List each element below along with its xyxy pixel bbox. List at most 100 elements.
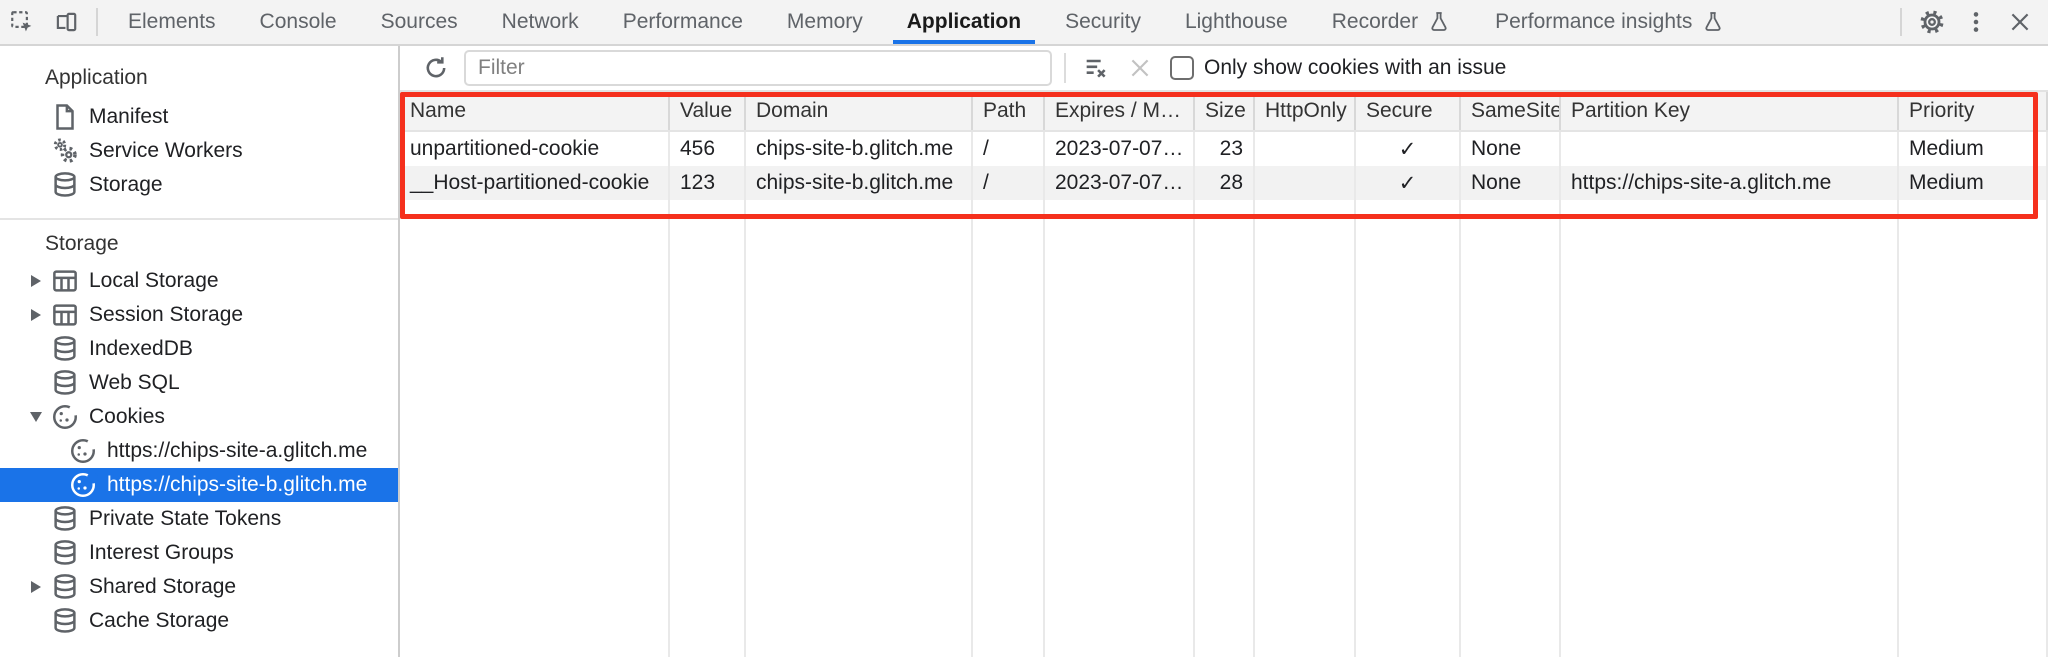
- sidebar-item-storage[interactable]: Storage: [0, 168, 398, 202]
- cell-partition-key[interactable]: [1561, 132, 1899, 166]
- tab-label: Application: [906, 10, 1022, 33]
- issue-filter-checkbox[interactable]: [1170, 56, 1194, 80]
- cell-priority[interactable]: Medium: [1899, 166, 2048, 200]
- tab-performance-insights[interactable]: Performance insights: [1473, 0, 1747, 44]
- cookie-row-unpartitioned[interactable]: unpartitioned-cookie 456 chips-site-b.gl…: [400, 132, 2048, 166]
- filter-input[interactable]: [464, 50, 1052, 86]
- cell-domain[interactable]: chips-site-b.glitch.me: [746, 166, 973, 200]
- tab-console[interactable]: Console: [238, 0, 359, 44]
- cell-name[interactable]: unpartitioned-cookie: [400, 132, 670, 166]
- more-options-icon[interactable]: [1954, 0, 1998, 44]
- column-header-expires[interactable]: Expires / M…: [1045, 92, 1195, 130]
- database-icon: [50, 368, 80, 398]
- column-header-httponly[interactable]: HttpOnly: [1255, 92, 1356, 130]
- cookie-icon: [50, 402, 80, 432]
- column-header-size[interactable]: Size: [1195, 92, 1255, 130]
- sidebar-item-web-sql[interactable]: Web SQL: [0, 366, 398, 400]
- tab-sources[interactable]: Sources: [359, 0, 480, 44]
- column-header-name[interactable]: Name: [400, 92, 670, 130]
- inspect-element-icon[interactable]: [0, 0, 44, 44]
- issue-filter-label[interactable]: Only show cookies with an issue: [1204, 56, 1507, 79]
- cell-partition-key[interactable]: https://chips-site-a.glitch.me: [1561, 166, 1899, 200]
- database-icon: [50, 572, 80, 602]
- sidebar-item-indexeddb[interactable]: IndexedDB: [0, 332, 398, 366]
- cookies-panel: Only show cookies with an issue Name Val…: [400, 46, 2048, 657]
- sidebar-item-label: Storage: [89, 173, 163, 196]
- expand-collapsed-icon[interactable]: [22, 309, 50, 321]
- cell-secure-checkmark[interactable]: ✓: [1356, 132, 1461, 166]
- cell-samesite[interactable]: None: [1461, 166, 1561, 200]
- cell-size[interactable]: 28: [1195, 166, 1255, 200]
- cell-size[interactable]: 23: [1195, 132, 1255, 166]
- expand-expanded-icon[interactable]: [22, 412, 50, 422]
- sidebar-item-label: IndexedDB: [89, 337, 193, 360]
- sidebar-item-cookie-origin-a[interactable]: https://chips-site-a.glitch.me: [0, 434, 398, 468]
- column-header-value[interactable]: Value: [670, 92, 746, 130]
- tab-performance[interactable]: Performance: [601, 0, 765, 44]
- cell-path[interactable]: /: [973, 166, 1045, 200]
- sidebar-item-label: Local Storage: [89, 269, 219, 292]
- table-icon: [50, 300, 80, 330]
- devtools-content: Application Manifest: [0, 46, 2048, 657]
- column-header-priority[interactable]: Priority: [1899, 92, 2048, 130]
- tab-application[interactable]: Application: [885, 0, 1043, 44]
- database-icon: [50, 538, 80, 568]
- tab-label: Recorder: [1331, 10, 1419, 33]
- sidebar-item-cache-storage[interactable]: Cache Storage: [0, 604, 398, 638]
- cell-domain[interactable]: chips-site-b.glitch.me: [746, 132, 973, 166]
- column-header-partition-key[interactable]: Partition Key: [1561, 92, 1899, 130]
- sidebar-section-title: Application: [45, 66, 148, 89]
- sidebar-item-manifest[interactable]: Manifest: [0, 100, 398, 134]
- sidebar-item-private-state-tokens[interactable]: Private State Tokens: [0, 502, 398, 536]
- cell-value[interactable]: 456: [670, 132, 746, 166]
- sidebar-item-interest-groups[interactable]: Interest Groups: [0, 536, 398, 570]
- cell-httponly[interactable]: [1255, 166, 1356, 200]
- column-header-samesite[interactable]: SameSite: [1461, 92, 1561, 130]
- database-icon: [50, 334, 80, 364]
- cell-path[interactable]: /: [973, 132, 1045, 166]
- sidebar-item-label: Cache Storage: [89, 609, 230, 632]
- sidebar-item-session-storage[interactable]: Session Storage: [0, 298, 398, 332]
- settings-gear-icon[interactable]: [1910, 0, 1954, 44]
- cell-samesite[interactable]: None: [1461, 132, 1561, 166]
- cell-expires[interactable]: 2023-07-07…: [1045, 166, 1195, 200]
- sidebar-item-cookies[interactable]: Cookies: [0, 400, 398, 434]
- sidebar-item-label: Session Storage: [89, 303, 244, 326]
- close-icon[interactable]: [1998, 0, 2042, 44]
- database-icon: [50, 504, 80, 534]
- sidebar-item-shared-storage[interactable]: Shared Storage: [0, 570, 398, 604]
- tab-lighthouse[interactable]: Lighthouse: [1163, 0, 1310, 44]
- sidebar-storage-section: Storage Local Storage: [0, 218, 398, 638]
- delete-cookie-icon[interactable]: [1118, 46, 1162, 90]
- cell-priority[interactable]: Medium: [1899, 132, 2048, 166]
- column-header-secure[interactable]: Secure: [1356, 92, 1461, 130]
- sidebar-item-service-workers[interactable]: Service Workers: [0, 134, 398, 168]
- clear-filter-icon[interactable]: [1074, 46, 1118, 90]
- cookie-icon: [68, 470, 98, 500]
- cell-httponly[interactable]: [1255, 132, 1356, 166]
- cell-expires[interactable]: 2023-07-07…: [1045, 132, 1195, 166]
- tab-security[interactable]: Security: [1043, 0, 1163, 44]
- sidebar-item-cookie-origin-b[interactable]: https://chips-site-b.glitch.me: [0, 468, 398, 502]
- table-icon: [50, 266, 80, 296]
- tab-label: Performance: [622, 10, 743, 33]
- cell-secure-checkmark[interactable]: ✓: [1356, 166, 1461, 200]
- refresh-icon[interactable]: [414, 46, 458, 90]
- column-header-domain[interactable]: Domain: [746, 92, 973, 130]
- tab-elements[interactable]: Elements: [106, 0, 238, 44]
- database-icon: [50, 170, 80, 200]
- tab-label: Console: [259, 10, 337, 33]
- cell-value[interactable]: 123: [670, 166, 746, 200]
- cookie-row-host-partitioned[interactable]: __Host-partitioned-cookie 123 chips-site…: [400, 166, 2048, 200]
- tab-memory[interactable]: Memory: [765, 0, 885, 44]
- sidebar-item-local-storage[interactable]: Local Storage: [0, 264, 398, 298]
- expand-collapsed-icon[interactable]: [22, 275, 50, 287]
- device-toolbar-icon[interactable]: [44, 0, 88, 44]
- expand-collapsed-icon[interactable]: [22, 581, 50, 593]
- sidebar-item-label: Manifest: [89, 105, 169, 128]
- cell-name[interactable]: __Host-partitioned-cookie: [400, 166, 670, 200]
- column-header-path[interactable]: Path: [973, 92, 1045, 130]
- tab-network[interactable]: Network: [480, 0, 601, 44]
- tab-recorder[interactable]: Recorder: [1310, 0, 1473, 44]
